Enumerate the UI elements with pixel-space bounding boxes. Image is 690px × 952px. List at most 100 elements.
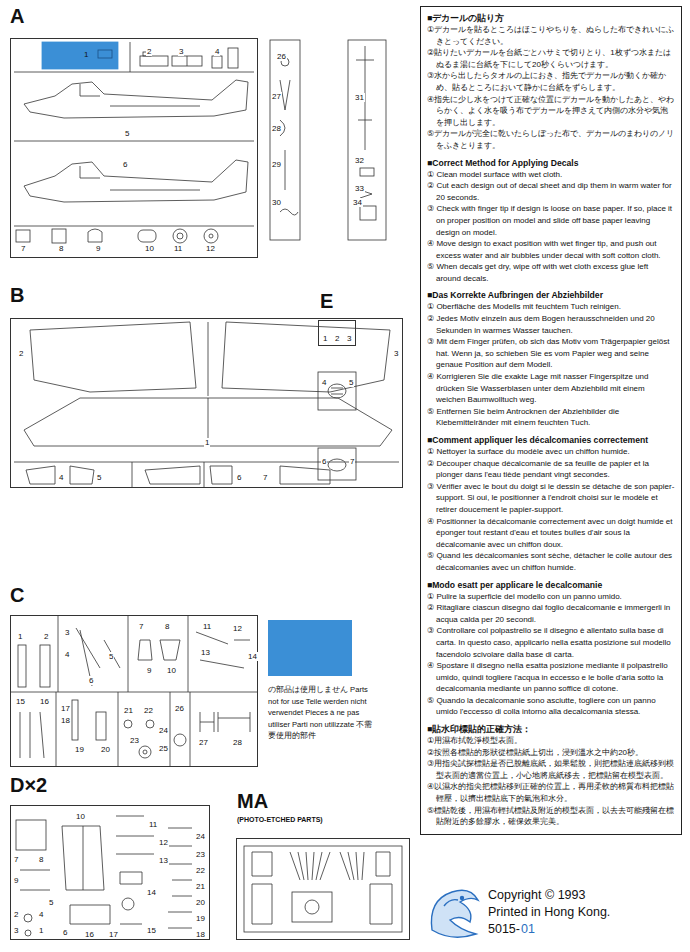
callout-number: 24	[195, 832, 206, 841]
drawn-shape	[58, 615, 59, 692]
callout-number: 3	[64, 628, 70, 637]
drawn-shape	[143, 750, 147, 754]
callout-number: 9	[95, 244, 101, 253]
instruction-step: ⑤デカールが完全に乾いたらしぼった布で、デカールのまわりのノリをふきとります。	[427, 128, 675, 151]
section-heading: ■Correct Method for Applying Decals	[427, 157, 675, 169]
callout-number: 12	[158, 838, 169, 847]
drawn-shape	[305, 900, 319, 914]
sprue-letter: A	[10, 6, 24, 26]
drawn-shape	[204, 462, 205, 487]
callout-number: 27	[271, 92, 282, 101]
callout-number: 12	[205, 244, 216, 253]
drawn-shape	[285, 150, 286, 190]
callout-number: 10	[144, 244, 155, 253]
callout-number: 7	[13, 855, 19, 864]
drawn-shape	[244, 846, 402, 932]
callout-number: 7	[262, 473, 268, 482]
drawn-shape	[177, 233, 183, 239]
drawn-shape	[18, 645, 26, 687]
instruction-step: ① Nettoyer la surface du modèle avec un …	[427, 446, 675, 458]
drawn-shape	[110, 106, 200, 107]
drawn-shape	[212, 56, 222, 68]
instruction-step: ④指先に少し水をつけて正確な位置にデカールを動かしたあと、やわらかく、よく水を吸…	[427, 94, 675, 129]
copyright-text: 5015-	[487, 922, 521, 937]
drawn-shape	[56, 692, 57, 767]
callout-number: 26	[174, 704, 185, 713]
callout-number: 4	[64, 650, 70, 659]
drawn-shape	[461, 897, 464, 900]
callout-number: 5	[108, 652, 114, 661]
drawn-shape	[98, 50, 112, 58]
drawn-shape	[120, 924, 142, 925]
copyright-text: Copyright © 1993	[487, 888, 586, 903]
instruction-step: ①用濕布拭乾淨模型表面。	[427, 735, 675, 747]
callout-number: 13	[158, 856, 169, 865]
drawn-shape	[110, 190, 200, 191]
callout-number: 16	[84, 930, 95, 939]
instruction-step: ③水から出したらタオルの上におき、指先でデカールが動くか確かめ、貼るところにおい…	[427, 70, 675, 93]
callout-number: 5	[48, 898, 54, 907]
callout-number: 5	[96, 473, 102, 482]
drawn-shape	[14, 141, 254, 142]
instruction-step: ③用指尖試探標貼是否已脫離底紙，如果鬆脫，則把標貼連底紙移到模型表面的適當位置上…	[427, 758, 675, 781]
drawn-shape	[122, 898, 134, 910]
drawn-shape	[118, 692, 119, 767]
drawn-shape	[208, 322, 209, 396]
callout-number: 3	[13, 926, 19, 935]
instruction-step: ③ Check with finger tip if design is loo…	[427, 203, 675, 238]
instruction-step: ④ Korrigieren Sie die exakte Lage mit na…	[427, 371, 675, 406]
instruction-step: ① Pulire la superficie del modello con u…	[427, 591, 675, 603]
drawn-shape	[187, 56, 188, 66]
callout-number: 11	[202, 622, 212, 631]
callout-number: 21	[195, 882, 206, 891]
instruction-step: ② Ritagliare ciascun disegno dal foglio …	[427, 602, 675, 625]
callout-number: 18	[195, 930, 206, 939]
callout-number: 28	[232, 738, 243, 747]
drawn-shape	[190, 692, 191, 767]
callout-number: 27	[198, 738, 209, 747]
publisher-logo	[431, 890, 478, 937]
drawn-shape	[356, 60, 374, 120]
callout-number: 1	[17, 632, 23, 641]
sprue-d-parts	[16, 816, 192, 936]
callout-number: 29	[271, 160, 282, 169]
callout-number: 3	[346, 334, 352, 343]
section-heading: ■貼水印標貼的正確方法：	[427, 723, 675, 735]
callout-number: 1	[322, 334, 328, 343]
drawn-shape	[145, 466, 200, 484]
drawn-shape	[24, 398, 392, 446]
drawn-shape	[170, 692, 171, 767]
callout-number: 4	[214, 47, 220, 56]
instruction-step: ⑤ When decals get dry, wipe off with wet…	[427, 261, 675, 284]
drawn-shape	[25, 930, 31, 936]
drawn-shape	[280, 209, 298, 215]
drawn-shape	[42, 42, 118, 69]
callout-number: 4	[321, 378, 327, 387]
sprue-subtitle: (PHOTO-ETCHED PARTS)	[237, 816, 323, 823]
callout-number: 4	[38, 910, 44, 919]
instruction-step: ⑤ Quand les décalcomanies sont sèche, dé…	[427, 550, 675, 573]
drawn-shape	[328, 459, 346, 471]
instruction-step: ②按照各標貼的形狀從標貼紙上切出，浸到溫水之中約20秒。	[427, 747, 675, 759]
callout-number: 9	[146, 666, 152, 675]
callout-number: 17	[108, 930, 119, 939]
callout-number: 9	[13, 876, 19, 885]
drawn-shape	[26, 466, 55, 484]
instruction-step: ⑤ Entfernen Sie beim Antrocknen der Abzi…	[427, 406, 675, 429]
callout-number: 2	[18, 349, 24, 358]
callout-number: 23	[195, 850, 206, 859]
instruction-step: ③ Vérifier avec le bout du doigt si le d…	[427, 481, 675, 516]
callout-number: 22	[143, 706, 154, 715]
callout-number: 30	[271, 198, 282, 207]
instruction-panel: ■デカールの貼り方①デカールを貼るところはほこりやちりを、ぬらした布できれいにふ…	[420, 6, 682, 835]
callout-number: 20	[195, 898, 206, 907]
drawn-shape	[14, 72, 254, 73]
callout-number: 14	[146, 888, 157, 897]
callout-number: 6	[62, 928, 68, 937]
callout-number: 32	[354, 156, 365, 165]
callout-number: 18	[60, 716, 71, 725]
drawn-shape	[83, 826, 84, 890]
callout-number: 7	[138, 622, 144, 631]
photo-etched-fret	[244, 846, 402, 932]
instruction-step: ③ Controllare col polpastrello se il dis…	[427, 625, 675, 660]
